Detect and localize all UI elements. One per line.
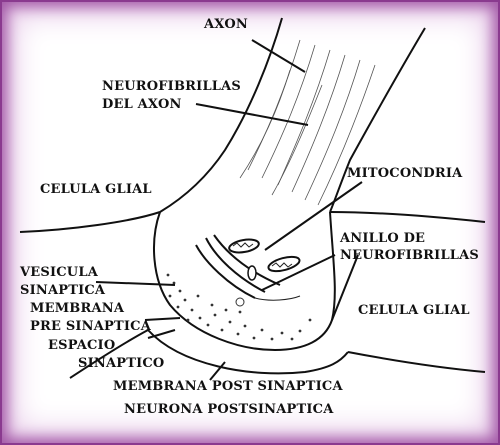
leader-mitocondria bbox=[264, 181, 363, 251]
label-membrana-pre-line1: MEMBRANA bbox=[30, 301, 125, 316]
leader-axon bbox=[251, 39, 306, 73]
glial-left-boundary bbox=[19, 211, 161, 233]
label-anillo-line1: ANILLO DE bbox=[339, 231, 425, 246]
leader-vesicula bbox=[95, 281, 176, 286]
label-neurofibrillas-line1: NEUROFIBRILLAS bbox=[102, 79, 241, 94]
neurofibril-ring bbox=[195, 234, 301, 301]
leader-neurofibrillas bbox=[195, 103, 309, 126]
label-anillo-line2: NEUROFIBRILLAS bbox=[340, 248, 479, 263]
glial-right-boundary bbox=[329, 211, 486, 223]
axon-neurofibrils bbox=[239, 39, 376, 206]
label-celula-glial-left: CELULA GLIAL bbox=[40, 182, 152, 197]
synaptic-knob-outline bbox=[153, 211, 336, 352]
post-neuron-lower-right bbox=[347, 351, 486, 373]
leader-membrana-post bbox=[209, 361, 226, 381]
label-celula-glial-right: CELULA GLIAL bbox=[358, 303, 470, 318]
glial-right-lower-boundary bbox=[331, 254, 359, 321]
label-neurofibrillas-line2: DEL AXON bbox=[102, 97, 182, 112]
label-membrana-post: MEMBRANA POST SINAPTICA bbox=[113, 379, 343, 394]
mitochondria bbox=[228, 238, 301, 281]
axon-right-outline bbox=[329, 27, 426, 213]
label-vesicula-line1: VESICULA bbox=[19, 265, 99, 280]
post-neuron-lower-left bbox=[69, 329, 149, 379]
label-mitocondria: MITOCONDRIA bbox=[347, 166, 463, 181]
leader-anillo bbox=[261, 254, 336, 291]
leader-membrana-pre bbox=[144, 317, 181, 321]
postsynaptic-membrane bbox=[147, 329, 349, 375]
axon-left-outline bbox=[159, 17, 283, 213]
label-neurona-post: NEURONA POSTSINAPTICA bbox=[124, 402, 334, 417]
label-membrana-pre-line2: PRE SINAPTICA bbox=[30, 319, 152, 334]
label-espacio-line2: SINAPTICO bbox=[78, 356, 164, 371]
synaptic-vesicles bbox=[166, 273, 312, 341]
label-axon: AXON bbox=[203, 17, 248, 32]
leader-espacio bbox=[147, 329, 176, 339]
label-espacio-line1: ESPACIO bbox=[48, 338, 115, 353]
label-vesicula-line2: SINAPTICA bbox=[20, 283, 106, 298]
